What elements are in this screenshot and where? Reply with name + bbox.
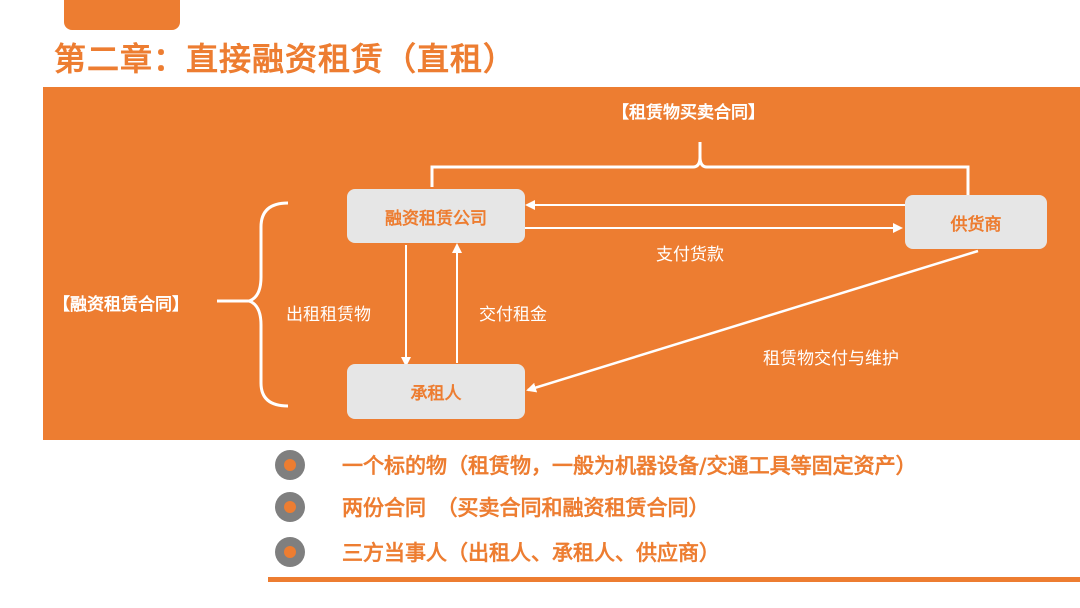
top-tab-decoration — [64, 0, 180, 30]
diagram-panel: 【租赁物买卖合同】 【融资租赁合同】 融资租赁公司 供货商 承租人 支付货款 出… — [43, 87, 1080, 440]
pay-rent-label: 交付租金 — [479, 305, 547, 325]
pay-goods-label: 支付货款 — [656, 245, 724, 265]
node-lessee: 承租人 — [347, 364, 525, 419]
delivery-maintenance-label: 租赁物交付与维护 — [763, 349, 899, 369]
bullet-circle-icon — [275, 492, 305, 522]
sale-contract-label: 【租赁物买卖合同】 — [612, 103, 765, 123]
bottom-divider — [268, 577, 1080, 582]
list-item: 两份合同 （买卖合同和融资租赁合同） — [275, 490, 710, 524]
list-item: 一个标的物（租赁物，一般为机器设备/交通工具等固定资产） — [275, 448, 917, 482]
arrow-supplier-to-lessee — [526, 249, 979, 393]
sale-contract-bracket — [430, 142, 970, 195]
lease-out-label: 出租租赁物 — [286, 305, 371, 325]
bullet-text: 两份合同 （买卖合同和融资租赁合同） — [342, 496, 710, 520]
diagram-connectors — [217, 142, 979, 408]
lease-contract-label: 【融资租赁合同】 — [53, 295, 189, 315]
bullet-circle-icon — [275, 450, 305, 480]
lease-contract-brace — [244, 201, 289, 408]
node-supplier: 供货商 — [905, 195, 1047, 249]
list-item: 三方当事人（出租人、承租人、供应商） — [275, 535, 720, 569]
bullet-text: 三方当事人（出租人、承租人、供应商） — [342, 541, 720, 565]
bullet-circle-icon — [275, 537, 305, 567]
page-title: 第二章：直接融资租赁（直租） — [54, 40, 517, 78]
node-lessor: 融资租赁公司 — [347, 189, 525, 243]
bullet-text: 一个标的物（租赁物，一般为机器设备/交通工具等固定资产） — [342, 454, 917, 478]
